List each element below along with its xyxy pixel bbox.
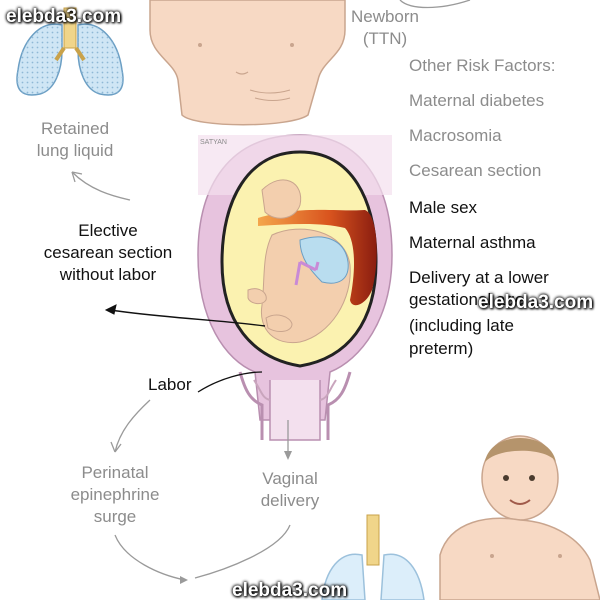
newborn-line2: (TTN): [362, 28, 408, 48]
risk-factor-item: Maternal asthma: [409, 233, 536, 252]
perinatal-epinephrine-label: Perinatal epinephrine surge: [55, 462, 175, 527]
top-newborn-torso-icon: [149, 0, 346, 126]
newborn-label: Newborn (TTN): [330, 6, 440, 50]
watermark-middle: elebda3.com: [478, 292, 594, 313]
risk-factor-item: Male sex: [409, 198, 478, 217]
bottom-lungs-icon: [321, 514, 425, 600]
elective-line3: without labor: [59, 264, 157, 284]
risk-factor-item: Cesarean section: [409, 161, 542, 180]
retained-line1: Retained: [40, 119, 110, 138]
perinatal-line3: surge: [93, 506, 137, 526]
top-lungs-icon: [16, 7, 124, 96]
risk-factors-heading: Other Risk Factors:: [409, 56, 556, 75]
watermark-top: elebda3.com: [6, 6, 122, 27]
elective-line1: Elective: [78, 221, 138, 240]
risk-factor-item: Maternal diabetes: [409, 91, 545, 110]
watermark-bottom: elebda3.com: [232, 580, 348, 601]
illustrator-signature: SATYAN: [200, 139, 227, 146]
vaginal-line2: delivery: [260, 490, 320, 510]
bottom-newborn-icon: [439, 435, 600, 600]
perinatal-line2: epinephrine: [70, 484, 160, 504]
newborn-line1: Newborn: [350, 7, 420, 26]
vaginal-delivery-label: Vaginal delivery: [240, 468, 340, 512]
elective-cesarean-label: Elective cesarean section without labor: [18, 220, 198, 285]
risk-factor-item: Macrosomia: [409, 126, 502, 145]
risk-factor-item: gestational age: [409, 290, 525, 309]
retained-lung-liquid-label: Retained lung liquid: [10, 118, 140, 162]
risk-factor-item: (including late: [409, 316, 514, 335]
elective-line2: cesarean section: [43, 242, 173, 262]
risk-factor-item: Delivery at a lower: [409, 268, 549, 287]
labor-label: Labor: [148, 375, 192, 394]
perinatal-line1: Perinatal: [81, 463, 149, 482]
flow-arrows: [71, 0, 471, 584]
risk-factor-item: preterm): [409, 339, 474, 358]
retained-line2: lung liquid: [36, 140, 114, 160]
uterus-illustration: [197, 134, 393, 441]
vaginal-line1: Vaginal: [262, 469, 318, 488]
